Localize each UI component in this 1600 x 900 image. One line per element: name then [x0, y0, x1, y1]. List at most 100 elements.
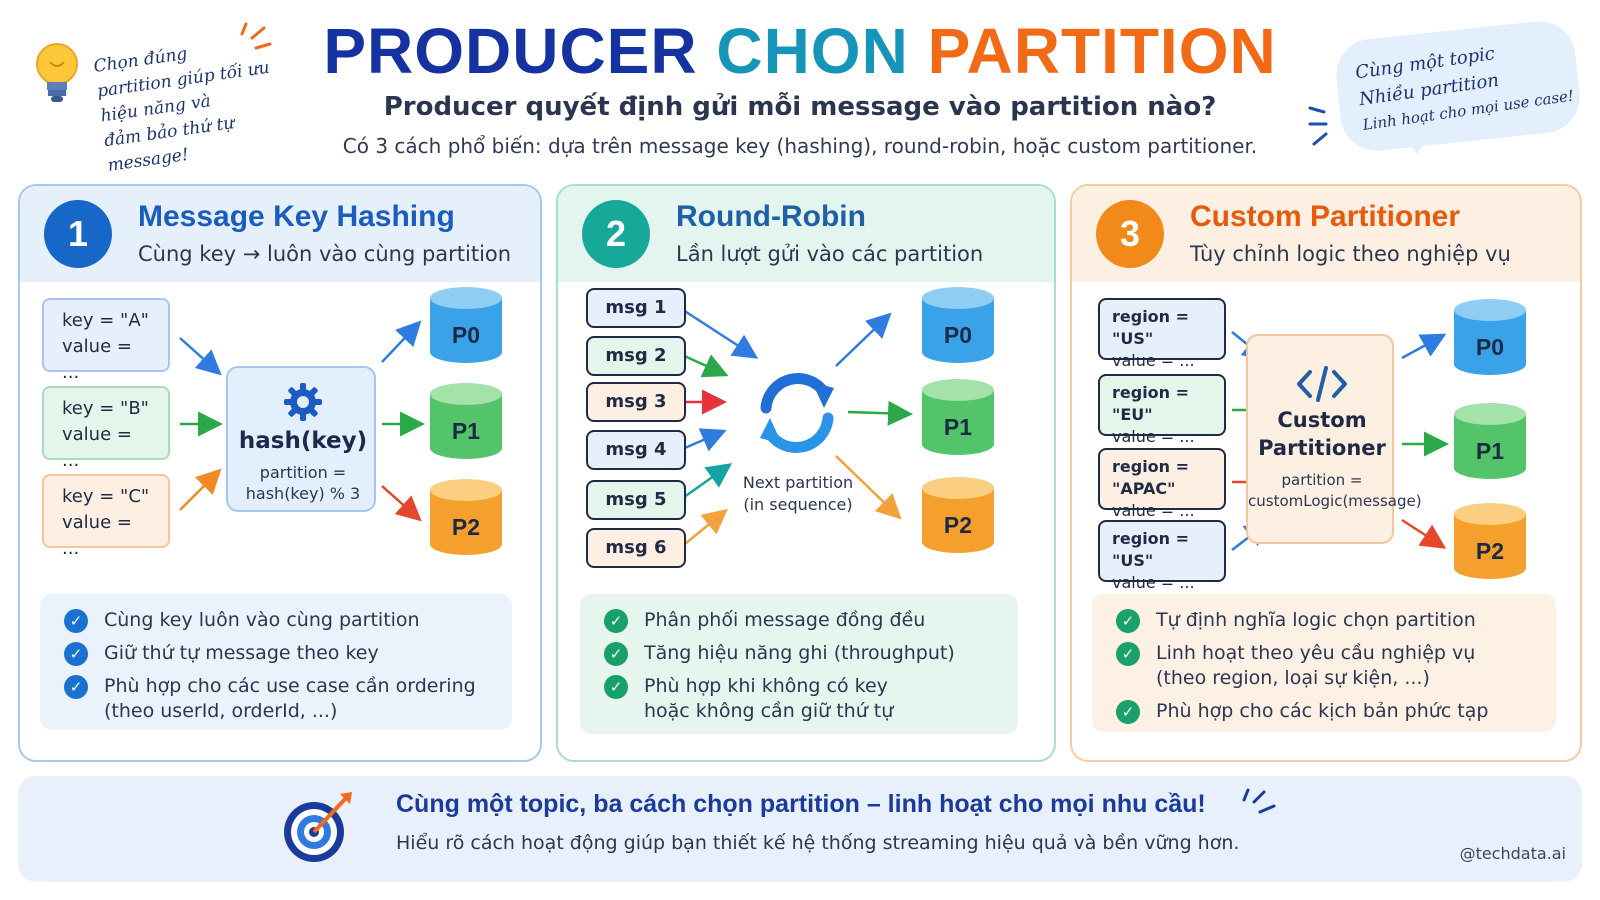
hash-formula: partition = hash(key) % 3: [228, 462, 378, 504]
page-title: PRODUCER CHON PARTITION: [0, 14, 1600, 88]
message-chip: msg 4: [586, 430, 686, 470]
benefit-text: Phù hợp cho các kịch bản phức tạp: [1156, 700, 1489, 722]
partition-cylinder-p0: [922, 287, 994, 363]
arrow: [179, 337, 222, 376]
benefit-item: ✓Giữ thứ tự message theo key: [64, 641, 494, 666]
partition-cylinder-p1: [1454, 403, 1526, 479]
arrows-layer: [679, 306, 913, 549]
arrow: [679, 428, 727, 452]
arrow: [381, 485, 422, 522]
custom-formula-line: customLogic(message): [1248, 492, 1422, 510]
arrow: [835, 455, 902, 520]
partition-cylinder-p0: [430, 287, 502, 363]
arrow: [679, 463, 733, 502]
arrow: [679, 508, 728, 549]
panel-custom-partitioner: 3 Custom Partitioner Tùy chỉnh logic the…: [1070, 184, 1582, 762]
arrow: [835, 312, 892, 367]
arrow: [847, 400, 913, 426]
custom-title-line: Partitioner: [1258, 436, 1386, 460]
step-number-badge: 3: [1096, 200, 1164, 268]
footer-title: Cùng một topic, ba cách chọn partition –…: [396, 790, 1206, 818]
panel-header: 2 Round-Robin Lần lượt gửi vào các parti…: [558, 186, 1054, 282]
region-key: region = "APAC": [1112, 457, 1190, 498]
benefit-text: Phù hợp cho các use case cần ordering: [104, 675, 476, 697]
region-box-us: region = "US" value = ...: [1098, 298, 1226, 370]
sparkle-icon: [1242, 788, 1276, 814]
region-key: region = "US": [1112, 307, 1190, 348]
panel-subtitle: Cùng key → luôn vào cùng partition: [138, 242, 512, 266]
region-value: value = ...: [1112, 427, 1195, 446]
title-part-chon: CHON: [716, 15, 909, 87]
region-box-eu: region = "EU" value = ...: [1098, 374, 1226, 446]
panel-title: Round-Robin: [676, 200, 866, 233]
benefits-list: ✓ Tự định nghĩa logic chọn partition ✓ Lin…: [1092, 594, 1556, 732]
partition-label-p0: P0: [1475, 334, 1505, 360]
page-description: Có 3 cách phổ biến: dựa trên message key…: [342, 134, 1258, 158]
message-chip: msg 6: [586, 528, 686, 568]
benefit-item: ✓ Phù hợp cho các kịch bản phức tạp: [1116, 699, 1538, 724]
partition-label-p1: P1: [943, 414, 973, 440]
partition-label-p2: P2: [451, 514, 481, 540]
step-number-badge: 2: [582, 200, 650, 268]
check-icon: ✓: [64, 609, 88, 633]
benefit-text: Tự định nghĩa logic chọn partition: [1156, 609, 1476, 631]
benefit-item: ✓ Tự định nghĩa logic chọn partition: [1116, 608, 1538, 633]
benefit-text-cont: (theo userId, orderId, ...): [104, 700, 338, 722]
title-part-producer: PRODUCER: [323, 15, 698, 87]
lightbulb-icon: [36, 43, 78, 102]
benefits-list: ✓ Cùng key luôn vào cùng partition ✓Giữ t…: [40, 594, 512, 730]
round-robin-label-line: Next partition: [742, 473, 854, 492]
hash-formula-line: partition =: [259, 463, 347, 482]
partition-cylinder-p2: [430, 479, 502, 555]
speech-bubble-tail: [1402, 130, 1434, 156]
key-box-a: key = "A" value = ...: [42, 298, 170, 383]
panel-title: Message Key Hashing: [138, 200, 455, 233]
custom-partitioner-title: Custom Partitioner: [1248, 406, 1396, 462]
benefit-text-cont: (theo region, loại sự kiện, ...): [1156, 667, 1430, 689]
round-robin-label: Next partition (in sequence): [728, 472, 868, 516]
region-value: value = ...: [1112, 573, 1195, 592]
check-icon: ✓: [1116, 609, 1140, 633]
arrows-layer: [179, 320, 425, 522]
benefit-text: Phù hợp khi không có key: [644, 675, 888, 697]
region-value: value = ...: [1112, 501, 1195, 520]
target-icon: [284, 792, 352, 862]
gear-icon: [284, 383, 322, 421]
partition-label-p0: P0: [451, 322, 481, 348]
partition-label-p2: P2: [1475, 538, 1505, 564]
benefits-list: ✓Phân phối message đồng đều ✓Tăng hiệu n…: [580, 594, 1018, 734]
partition-label-p1: P1: [451, 418, 481, 444]
check-icon: ✓: [1116, 642, 1140, 666]
partition-label-p1: P1: [1475, 438, 1505, 464]
benefit-item: ✓ Linh hoạt theo yêu cầu nghiệp vụ (theo r…: [1116, 641, 1538, 691]
key-text: key = "A": [62, 310, 149, 331]
check-icon: ✓: [64, 642, 88, 666]
partition-cylinder-p1: [430, 383, 502, 459]
benefit-item: ✓ Phù hợp cho các use case cần ordering (t…: [64, 674, 494, 724]
custom-partitioner-box: Custom Partitioner partition = customLog…: [1246, 334, 1422, 544]
custom-partitioner-formula: partition = customLogic(message): [1248, 470, 1422, 512]
partition-label-p2: P2: [943, 512, 973, 538]
region-box-us-2: region = "US" value = ...: [1098, 520, 1226, 592]
arrow: [679, 352, 729, 378]
benefit-text-cont: hoặc không cần giữ thứ tự: [644, 700, 894, 722]
round-robin-cycle-icon: [760, 373, 834, 453]
region-box-apac: region = "APAC" value = ...: [1098, 448, 1226, 520]
arrow: [679, 306, 759, 359]
panel-subtitle: Tùy chỉnh logic theo nghiệp vụ: [1190, 242, 1511, 266]
check-icon: ✓: [604, 675, 628, 699]
sparkle-icon: [240, 22, 272, 50]
check-icon: ✓: [1116, 700, 1140, 724]
benefit-text: Linh hoạt theo yêu cầu nghiệp vụ: [1156, 642, 1476, 664]
benefit-text: Cùng key luôn vào cùng partition: [104, 609, 420, 631]
author-handle: @techdata.ai: [1459, 844, 1566, 863]
value-text: value = ...: [62, 424, 132, 471]
check-icon: ✓: [64, 675, 88, 699]
message-chip: msg 5: [586, 480, 686, 520]
panel-header: 1 Message Key Hashing Cùng key → luôn và…: [20, 186, 540, 282]
custom-formula-line: partition =: [1281, 471, 1363, 489]
region-value: value = ...: [1112, 351, 1195, 370]
message-chip: msg 3: [586, 382, 686, 422]
step-number-badge: 1: [44, 200, 112, 268]
hash-title: hash(key): [238, 428, 368, 454]
